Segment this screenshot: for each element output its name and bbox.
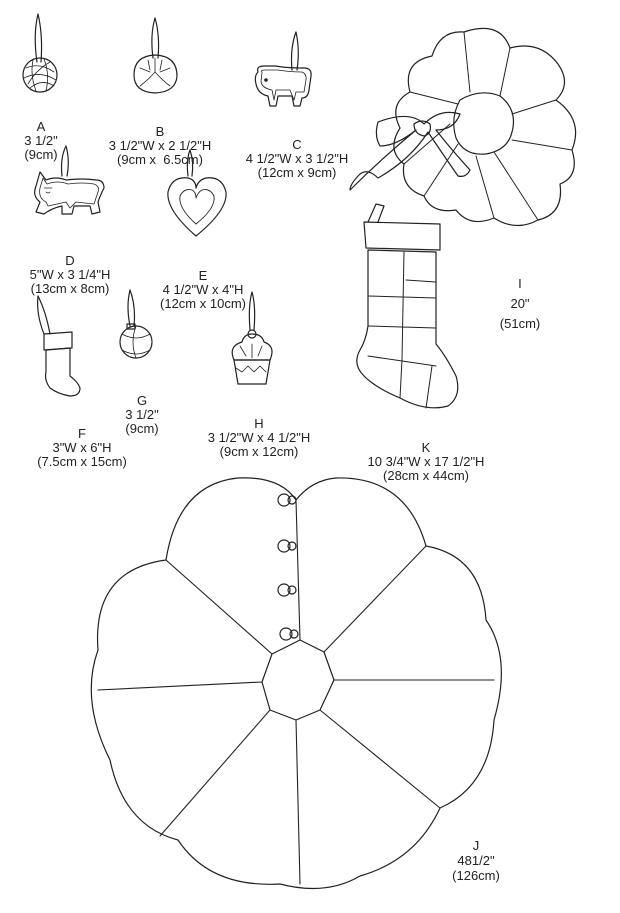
ornament-f-stocking: [37, 295, 81, 397]
wreath-i: [349, 27, 577, 227]
ornament-b-puff: [133, 17, 178, 94]
tree-skirt-j: [90, 477, 502, 890]
ornament-d-cat: [34, 145, 105, 215]
skirt-closure-buttons: [277, 493, 299, 641]
ornament-g-ball: [119, 289, 153, 359]
ornament-e-heart: [167, 149, 227, 237]
ornament-c-dog: [254, 31, 312, 107]
stocking-k: [356, 203, 459, 409]
ornament-h-cupcake: [231, 291, 273, 385]
ornament-a-yarn-ball: [22, 13, 58, 93]
